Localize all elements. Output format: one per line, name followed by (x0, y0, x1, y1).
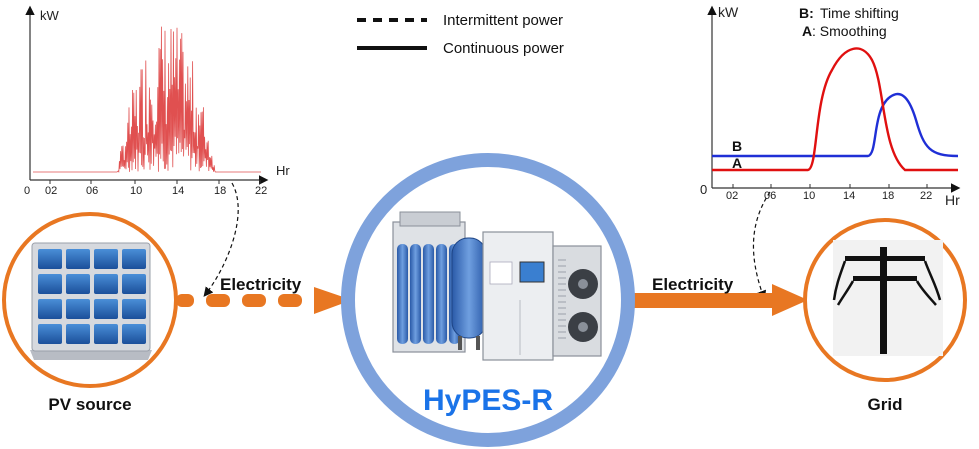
intermittent-legend-label: Intermittent power (443, 12, 563, 29)
series-a-label: A (732, 155, 742, 171)
grid-chart-x-ticks: 0 02 06 10 14 18 22 (700, 182, 932, 202)
pv-tick-18: 18 (214, 185, 226, 197)
pv-tick-10: 10 (130, 185, 142, 197)
legend-b-text: Time shifting (820, 5, 899, 21)
pv-source-label: PV source (48, 395, 131, 414)
solar-cell (66, 274, 90, 294)
solar-cell (38, 274, 62, 294)
grid-tick-14: 14 (843, 190, 855, 202)
solar-cell (38, 299, 62, 319)
hypes-r-label: HyPES-R (423, 384, 553, 417)
hypes-r-node: HyPES-R (341, 153, 635, 447)
solar-cell (94, 274, 118, 294)
grid-tick-02: 02 (726, 190, 738, 202)
pv-chart-connector (203, 182, 239, 297)
continuous-flow-arrow: Electricity (624, 275, 808, 316)
right-electricity-label: Electricity (652, 275, 734, 294)
continuous-legend-label: Continuous power (443, 40, 564, 57)
solar-cell (66, 324, 90, 344)
legend-b-key: B: (799, 5, 814, 21)
solar-cell (122, 274, 146, 294)
series-a-smoothing (712, 47, 958, 172)
solar-cell (94, 249, 118, 269)
grid-tick-18: 18 (882, 190, 894, 202)
grid-chart-y-unit: kW (718, 4, 739, 20)
grid-output-chart: kW Hr B: Time shifting A : Smoothing B A… (700, 4, 961, 208)
intermittent-flow-arrow: Electricity (176, 275, 352, 314)
pv-chart-y-unit: kW (40, 8, 60, 23)
pv-tick-02: 02 (45, 185, 57, 197)
solar-panel-icon (30, 242, 152, 360)
solar-cell (38, 324, 62, 344)
pv-chart-x-unit: Hr (276, 163, 290, 178)
series-b-label: B (732, 138, 742, 154)
pv-tick-14: 14 (172, 185, 184, 197)
solar-cell (122, 324, 146, 344)
grid-chart-connector (752, 191, 771, 301)
left-electricity-label: Electricity (220, 275, 302, 294)
solar-cell (38, 249, 62, 269)
solar-cell (66, 249, 90, 269)
legend-a-key: A (802, 23, 812, 39)
solar-cell (94, 299, 118, 319)
legend-a-text: : Smoothing (812, 23, 887, 39)
grid-label: Grid (868, 395, 903, 414)
solar-cell (94, 324, 118, 344)
grid-tick-10: 10 (803, 190, 815, 202)
grid-tick-22: 22 (920, 190, 932, 202)
power-pole-icon (832, 240, 943, 356)
pv-output-chart: kW Hr 0 02 06 10 14 18 22 (24, 5, 290, 197)
grid-chart-x-unit: Hr (945, 192, 960, 208)
solar-cell (122, 249, 146, 269)
power-legend: Intermittent power Continuous power (357, 12, 564, 57)
grid-tick-06: 06 (764, 190, 776, 202)
pv-source-node: PV source (2, 212, 178, 414)
pv-output-series (33, 26, 261, 173)
pv-chart-x-ticks: 0 02 06 10 14 18 22 (24, 185, 267, 197)
pv-tick-06: 06 (86, 185, 98, 197)
series-b-time-shifting (712, 92, 959, 158)
grid-tick-0: 0 (700, 182, 707, 197)
pv-tick-0: 0 (24, 185, 30, 197)
solar-cell (66, 299, 90, 319)
solar-cell (122, 299, 146, 319)
pv-tick-22: 22 (255, 185, 267, 197)
grid-node: Grid (803, 218, 967, 414)
hydrogen-storage-system-icon (392, 211, 602, 361)
